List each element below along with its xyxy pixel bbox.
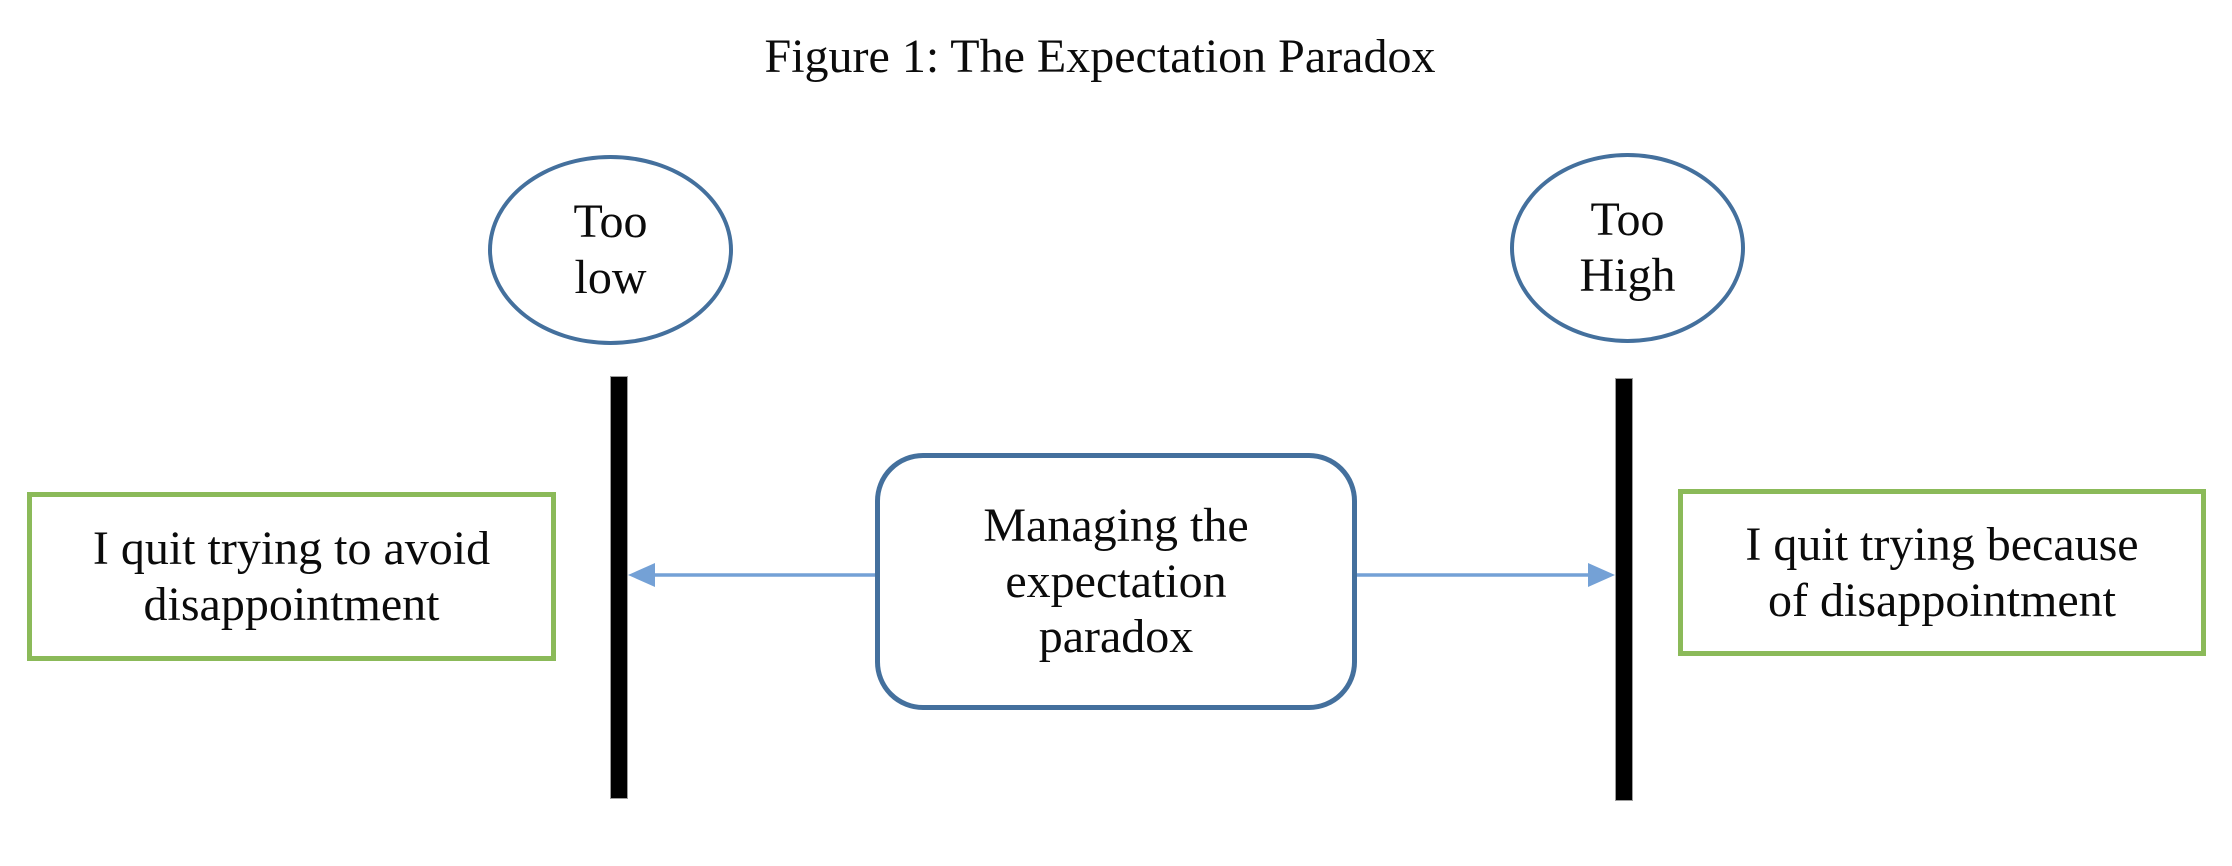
too-low-ellipse: Too low bbox=[488, 155, 733, 345]
figure-title: Figure 1: The Expectation Paradox bbox=[764, 30, 1436, 83]
low-threshold-bar bbox=[610, 376, 628, 799]
left-outcome-label-line1: I quit trying to avoid bbox=[92, 521, 491, 575]
managing-paradox-label: Managing the expectation paradox bbox=[983, 498, 1248, 665]
left-outcome-label: I quit trying to avoid disappointment bbox=[93, 521, 490, 632]
too-high-label: Too High bbox=[1580, 192, 1676, 303]
right-outcome-label: I quit trying because of disappointment bbox=[1745, 517, 2138, 628]
left-outcome-box: I quit trying to avoid disappointment bbox=[27, 492, 556, 661]
right-outcome-box: I quit trying because of disappointment bbox=[1678, 489, 2206, 656]
right-outcome-label-line1: I quit trying because bbox=[1745, 517, 2139, 571]
managing-paradox-label-line1: Managing the bbox=[983, 498, 1249, 552]
left-outcome-label-line2: disappointment bbox=[143, 577, 440, 631]
left-arrow bbox=[628, 563, 875, 587]
too-low-label-line1: Too bbox=[573, 195, 648, 249]
right-outcome-label-line2: of disappointment bbox=[1768, 573, 2116, 627]
too-low-label: Too low bbox=[574, 194, 648, 305]
too-high-label-line1: Too bbox=[1590, 193, 1665, 247]
high-threshold-bar bbox=[1615, 378, 1633, 801]
right-arrowhead-icon bbox=[1588, 563, 1615, 587]
managing-paradox-label-line3: paradox bbox=[1038, 610, 1194, 664]
right-arrow bbox=[1357, 563, 1615, 587]
managing-paradox-box: Managing the expectation paradox bbox=[875, 453, 1357, 710]
too-high-ellipse: Too High bbox=[1510, 153, 1745, 343]
managing-paradox-label-line2: expectation bbox=[1005, 554, 1227, 608]
too-high-label-line2: High bbox=[1579, 249, 1676, 302]
too-low-label-line2: low bbox=[574, 251, 647, 304]
left-arrowhead-icon bbox=[628, 563, 655, 587]
